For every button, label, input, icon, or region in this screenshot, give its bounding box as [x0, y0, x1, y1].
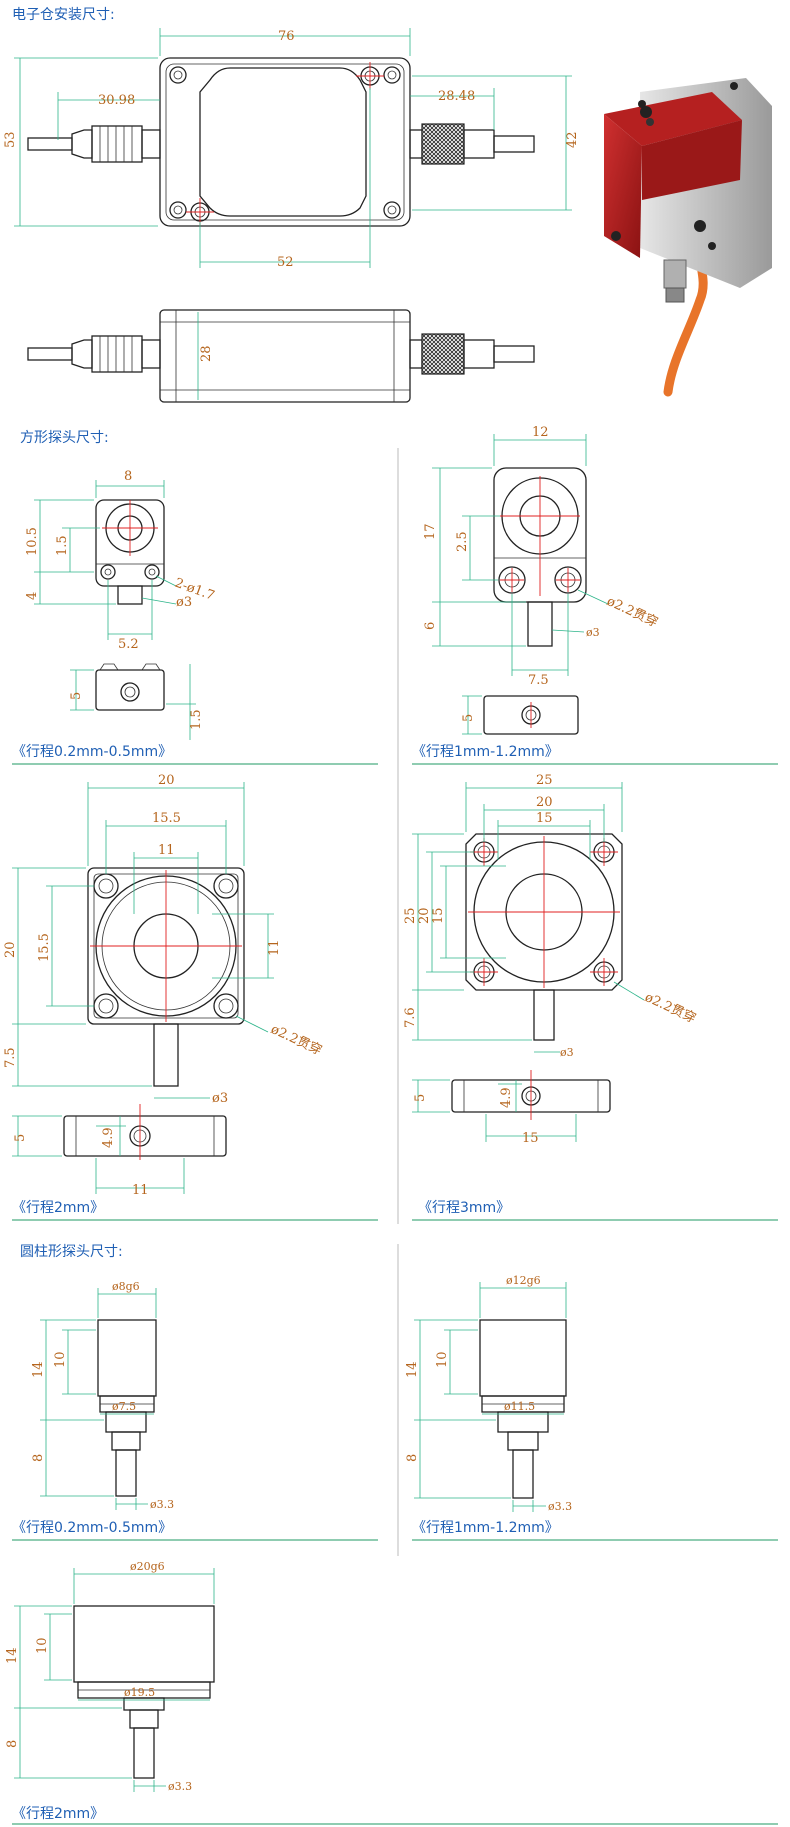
dim-cy2-shoulder: ø11.5	[504, 1400, 535, 1413]
dim-cy1-stem: ø3.3	[150, 1498, 174, 1511]
dim-sq4-stem: ø3	[560, 1046, 574, 1059]
dim-sq3-inner: 11	[158, 843, 175, 858]
heading-square-probe: 方形探头尺寸:	[20, 430, 109, 446]
caption-sq-2mm: 《行程2mm》	[12, 1200, 104, 1216]
dim-sq4-h3: 15	[431, 907, 446, 924]
dim-sq2-offset: 2.5	[455, 531, 470, 552]
dim-sq3-pitch: 15.5	[152, 811, 181, 826]
dim-sq4-holes: ø2.2贯穿	[642, 989, 698, 1027]
dim-cy1-d: ø8g6	[112, 1280, 140, 1293]
dim-sq1-height: 10.5	[25, 527, 40, 556]
dim-box-width: 76	[278, 29, 295, 44]
dim-sq1-hole-pitch: 5.2	[118, 637, 139, 652]
dim-sq4-h2: 20	[417, 907, 432, 924]
dim-left-connector: 30.98	[98, 93, 135, 108]
electronics-side-view: 28	[27, 309, 535, 403]
dim-cy2-stem-l: 8	[405, 1454, 420, 1462]
dim-box-height: 53	[3, 131, 18, 148]
dim-sq3-vpitch: 15.5	[37, 933, 52, 962]
dim-sq2-hole-pitch: 7.5	[528, 673, 549, 688]
dim-sq1-offset: 1.5	[55, 535, 70, 556]
dim-hole-spacing: 52	[277, 255, 294, 270]
dim-cy1-shoulder: ø7.5	[112, 1400, 136, 1413]
dim-cy3-stem-l: 8	[5, 1740, 20, 1748]
dim-cy1-stem-l: 8	[31, 1454, 46, 1462]
heading-electronics: 电子仓安装尺寸:	[12, 7, 115, 23]
dim-sq2-stem: ø3	[586, 626, 600, 639]
dim-cy1-h2: 10	[53, 1351, 68, 1368]
dim-cy1-h: 14	[31, 1361, 46, 1378]
caption-sq-mid: 《行程1mm-1.2mm》	[412, 744, 559, 760]
dim-sq4-side-h: 5	[413, 1094, 428, 1102]
dim-box-inner-height: 42	[565, 131, 580, 148]
dim-sq1-width: 8	[124, 469, 132, 484]
dim-sq2-side-h: 5	[461, 714, 476, 722]
dim-sq1-stem: ø3	[176, 595, 192, 610]
square-probe-small: 8 10.5 1.5 4 2-ø1.7 ø3 5.2 5 1.5	[25, 469, 216, 740]
dim-cy3-d: ø20g6	[130, 1560, 165, 1573]
dim-cy3-h: 14	[5, 1647, 20, 1664]
dim-sq3-side-c: 4.9	[101, 1127, 116, 1148]
cylinder-probe-mid: ø12g6 14 10 ø11.5 8 ø3.3	[405, 1274, 572, 1513]
caption-sq-3mm: 《行程3mm》	[418, 1200, 510, 1216]
dim-sq3-stem: ø3	[212, 1091, 228, 1106]
dim-cy3-h2: 10	[35, 1637, 50, 1654]
dim-cy2-h2: 10	[435, 1351, 450, 1368]
dim-box-depth: 28	[199, 345, 214, 362]
dim-sq3-width: 20	[158, 773, 175, 788]
product-photo	[604, 78, 772, 397]
electronics-top-view: 76 53 30.98 28.48 42 52	[3, 28, 580, 270]
dim-sq3-side-w: 11	[132, 1183, 149, 1198]
dim-sq1-lower: 4	[25, 592, 40, 600]
dim-sq1-side-t: 1.5	[189, 709, 204, 730]
square-probe-2mm: 20 15.5 11 20 15.5 11 7.5 ø2.2贯穿 ø3 5 4.…	[3, 773, 324, 1198]
heading-cylinder-probe: 圆柱形探头尺寸:	[20, 1244, 123, 1260]
cylinder-probe-small: ø8g6 14 10 ø7.5 8 ø3.3	[31, 1280, 174, 1511]
dim-cy2-stem: ø3.3	[548, 1500, 572, 1513]
dim-sq3-holes: ø2.2贯穿	[268, 1021, 324, 1059]
dim-sq4-pitch: 20	[536, 795, 553, 810]
caption-cy-small: 《行程0.2mm-0.5mm》	[12, 1520, 172, 1536]
dim-sq4-width: 25	[536, 773, 553, 788]
square-probe-mid: 12 17 2.5 6 ø2.2贯穿 ø3 7.5 5	[423, 425, 660, 735]
caption-sq-small: 《行程0.2mm-0.5mm》	[12, 744, 172, 760]
caption-cy-2mm: 《行程2mm》	[12, 1806, 104, 1822]
dim-sq2-lower: 6	[423, 622, 438, 630]
dim-sq4-side-c: 4.9	[499, 1087, 514, 1108]
dim-sq4-lower: 7.6	[403, 1007, 418, 1028]
dim-sq4-inner: 15	[536, 811, 553, 826]
dim-sq4-h1: 25	[403, 907, 418, 924]
caption-cy-mid: 《行程1mm-1.2mm》	[412, 1520, 559, 1536]
dim-sq2-height: 17	[423, 523, 438, 540]
cylinder-probe-2mm: ø20g6 14 10 ø19.5 8 ø3.3	[5, 1560, 215, 1793]
dim-sq3-lower: 7.5	[3, 1047, 18, 1068]
dim-sq1-side-h: 5	[69, 692, 84, 700]
dim-sq3-vinner: 11	[267, 939, 282, 956]
dim-right-connector: 28.48	[438, 89, 475, 104]
dim-cy3-stem: ø3.3	[168, 1780, 192, 1793]
dim-sq2-width: 12	[532, 425, 549, 440]
dim-sq4-side-w: 15	[522, 1131, 539, 1146]
square-probe-3mm: 25 20 15 25 20 15 7.6 ø2.2贯穿 ø3 5 4.9 15	[403, 773, 698, 1146]
dim-cy2-d: ø12g6	[506, 1274, 541, 1287]
dim-sq2-holes: ø2.2贯穿	[604, 593, 660, 631]
dim-cy3-shoulder: ø19.5	[124, 1686, 155, 1699]
dim-cy2-h: 14	[405, 1361, 420, 1378]
dim-sq3-side-h: 5	[13, 1134, 28, 1142]
dim-sq3-height: 20	[3, 941, 18, 958]
